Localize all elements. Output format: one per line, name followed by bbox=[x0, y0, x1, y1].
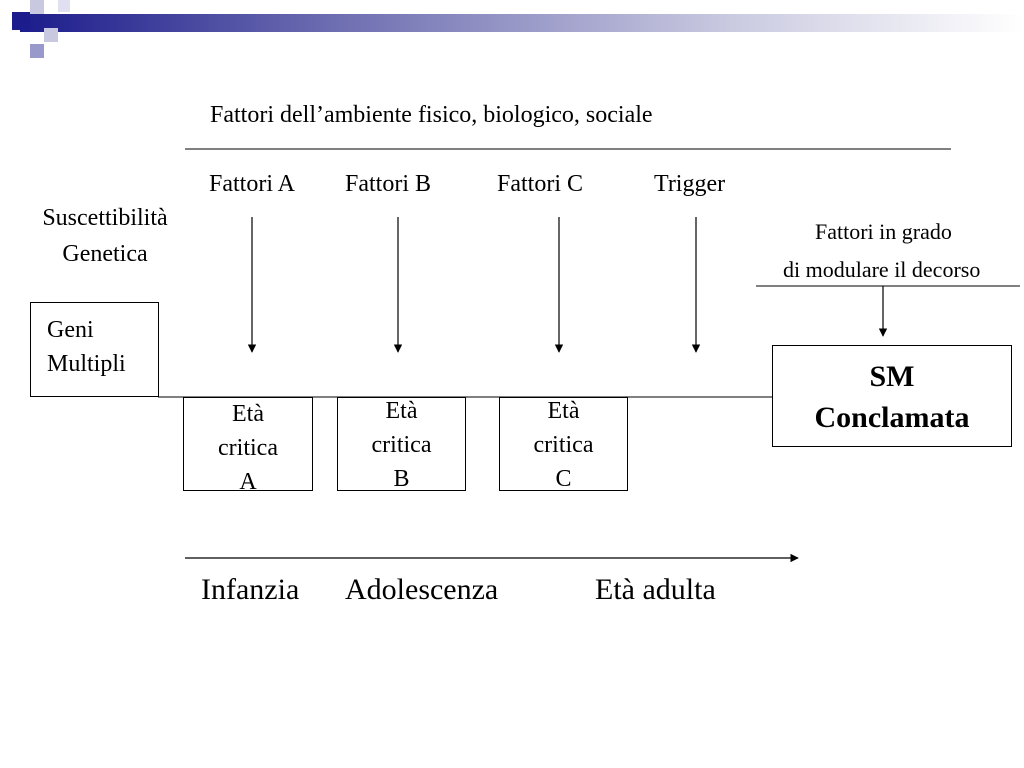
critical-age-b-line2: critica bbox=[371, 432, 432, 458]
banner-square-dark bbox=[12, 12, 30, 30]
banner-square-light-3 bbox=[58, 0, 70, 12]
banner-square-light-1 bbox=[30, 0, 44, 14]
outcome-line1: SM bbox=[869, 360, 915, 393]
critical-age-c-line1: Età bbox=[547, 398, 580, 424]
critical-age-box-c: Età critica C bbox=[499, 397, 628, 492]
factor-label-a: Fattori A bbox=[209, 171, 296, 197]
environment-label: Fattori dell’ambiente fisico, biologico,… bbox=[210, 102, 653, 128]
life-stage-adolescence: Adolescenza bbox=[345, 573, 499, 606]
critical-age-box-a: Età critica A bbox=[183, 397, 313, 495]
life-stage-adulthood: Età adulta bbox=[595, 573, 716, 606]
genetic-label-line2: Genetica bbox=[62, 241, 148, 267]
critical-age-a-line3: A bbox=[239, 469, 257, 495]
critical-age-b-line1: Età bbox=[385, 398, 418, 424]
top-banner bbox=[0, 0, 1024, 60]
multiple-genes-box: Geni Multipli bbox=[30, 302, 159, 397]
modulators-label-line2: di modulare il decorso bbox=[783, 257, 981, 282]
critical-age-a-line2: critica bbox=[218, 435, 278, 461]
critical-age-a-line1: Età bbox=[232, 401, 264, 427]
critical-age-b-line3: B bbox=[393, 466, 410, 492]
life-stage-childhood: Infanzia bbox=[201, 573, 300, 606]
critical-age-c-line2: critica bbox=[533, 432, 594, 458]
factor-label-b: Fattori B bbox=[345, 171, 432, 197]
critical-age-c-line3: C bbox=[555, 466, 572, 492]
genetic-label-line1: Suscettibilità bbox=[42, 205, 168, 231]
factor-label-trigger: Trigger bbox=[654, 171, 726, 197]
outcome-line2: Conclamata bbox=[814, 401, 970, 434]
banner-square-mid bbox=[30, 44, 44, 58]
genetic-susceptibility-label: Suscettibilità Genetica bbox=[20, 204, 190, 268]
genes-box-line2: Multipli bbox=[47, 351, 126, 377]
critical-age-box-b: Età critica B bbox=[337, 397, 466, 492]
factor-label-c: Fattori C bbox=[497, 171, 584, 197]
modulators-label-line1: Fattori in grado bbox=[815, 219, 952, 244]
banner-square-light-2 bbox=[44, 28, 58, 42]
banner-gradient bbox=[20, 14, 1024, 32]
outcome-box: SM Conclamata bbox=[772, 345, 1012, 447]
genes-box-line1: Geni bbox=[47, 317, 94, 343]
